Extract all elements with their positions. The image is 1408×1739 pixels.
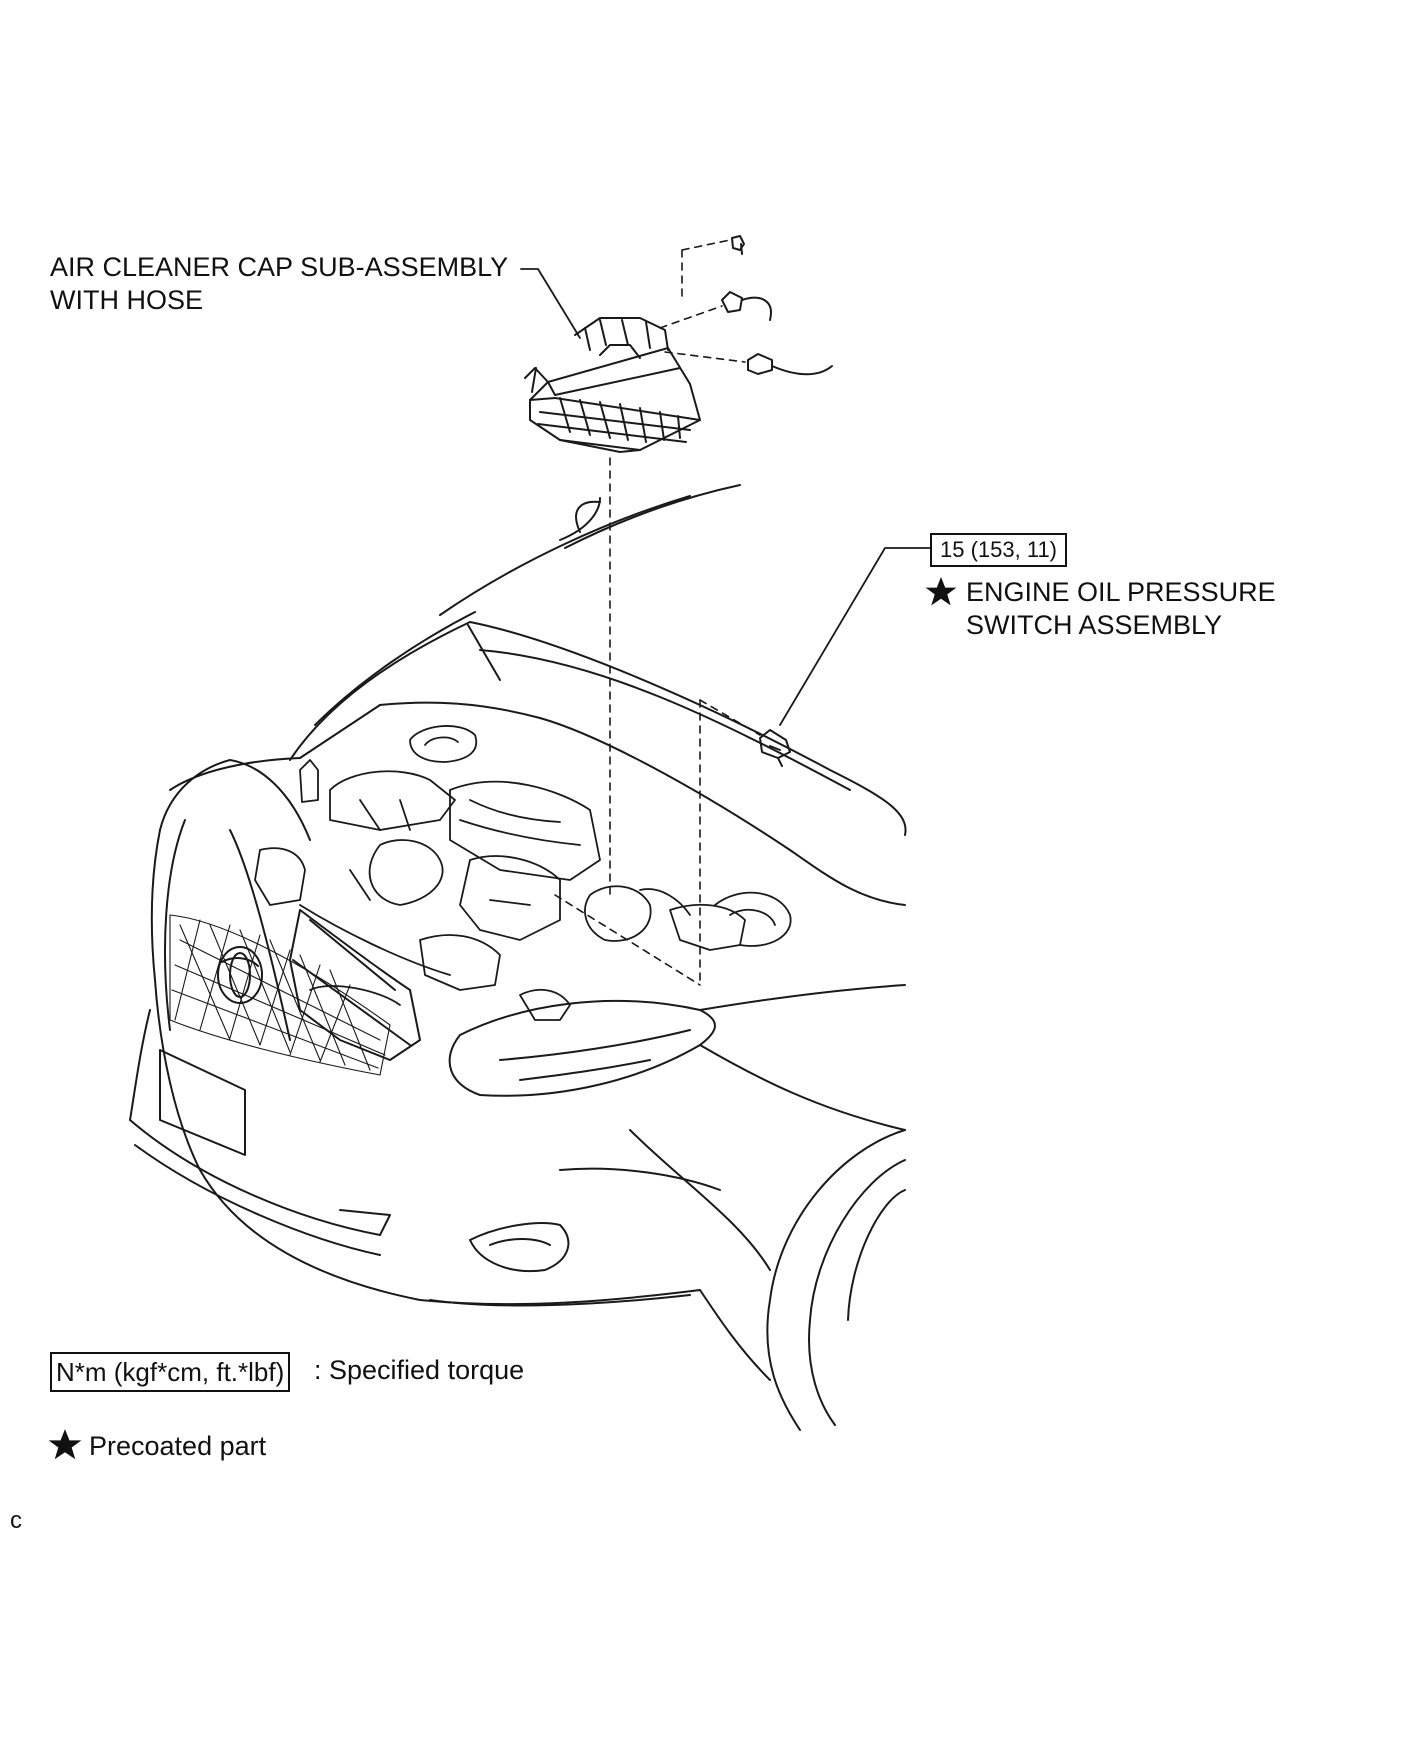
oil-pressure-switch-drawing (759, 729, 791, 767)
legend-torque-text: : Specified torque (314, 1355, 525, 1385)
torque-value-box: 15 (153, 11) (930, 533, 1068, 567)
oil-switch-label-line2: SWITCH ASSEMBLY (966, 610, 1223, 640)
air-cleaner-label-line2: WITH HOSE (50, 285, 203, 315)
star-icon (925, 577, 957, 606)
oil-switch-label-line1: ENGINE OIL PRESSURE (966, 577, 1276, 607)
corner-code: c (10, 1507, 22, 1534)
star-icon (48, 1429, 82, 1460)
legend-torque-box: N*m (kgf*cm, ft.*lbf) (50, 1352, 291, 1392)
legend-precoated-text: Precoated part (89, 1431, 267, 1461)
air-cleaner-cap-drawing (524, 235, 833, 453)
air-cleaner-label-line1: AIR CLEANER CAP SUB-ASSEMBLY (50, 252, 509, 282)
